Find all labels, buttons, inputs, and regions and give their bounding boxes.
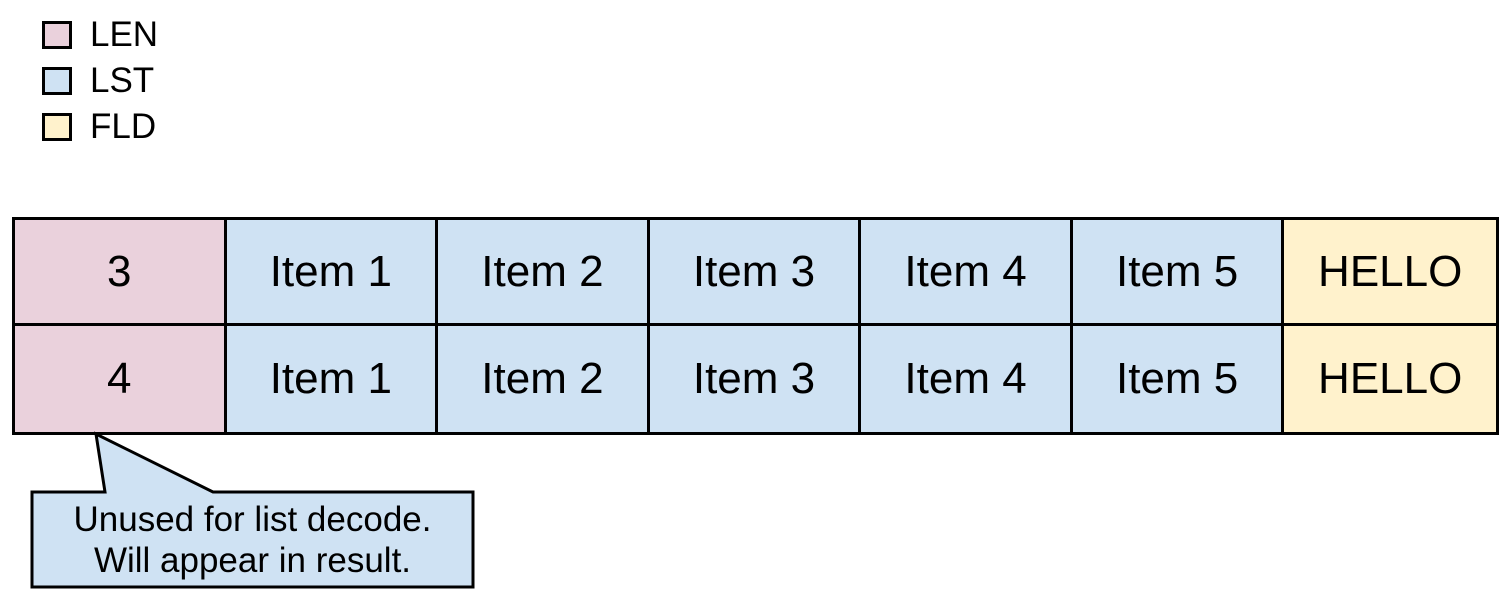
lst-color-swatch: [42, 66, 72, 95]
row1-item3-cell: Item 3: [649, 220, 862, 326]
row2-item4-cell: Item 4: [861, 326, 1073, 432]
fld-color-swatch: [42, 112, 72, 141]
legend: LEN LST FLD: [42, 15, 159, 158]
row2-len-cell: 4: [15, 326, 227, 432]
row1-len-cell: 3: [15, 220, 227, 326]
row2-fld-cell: HELLO: [1284, 326, 1496, 432]
row1-item5-cell: Item 5: [1072, 220, 1285, 326]
callout-tail-and-box: [30, 431, 475, 589]
legend-label-len: LEN: [90, 15, 159, 54]
row1-item1-cell: Item 1: [226, 220, 439, 326]
legend-item-fld: FLD: [42, 107, 158, 146]
len-color-swatch: [42, 20, 72, 49]
row1-item4-cell: Item 4: [861, 220, 1073, 326]
structure-table: 3 Item 1 Item 2 Item 3 Item 4 Item 5 HEL…: [12, 217, 1499, 435]
row1-item2-cell: Item 2: [438, 220, 650, 326]
legend-label-fld: FLD: [90, 107, 157, 146]
legend-item-lst: LST: [42, 61, 158, 100]
callout-note: Unused for list decode. Will appear in r…: [32, 492, 473, 587]
row2-item1-cell: Item 1: [226, 326, 439, 432]
row2-item3-cell: Item 3: [649, 326, 862, 432]
legend-label-lst: LST: [90, 61, 155, 100]
row1-fld-cell: HELLO: [1284, 220, 1496, 326]
legend-item-len: LEN: [42, 15, 159, 54]
row2-item2-cell: Item 2: [438, 326, 650, 432]
callout-bubble-shape: [30, 431, 475, 589]
callout-line-2: Will appear in result.: [93, 540, 412, 580]
callout-line-1: Unused for list decode.: [73, 499, 432, 539]
row2-item5-cell: Item 5: [1072, 326, 1285, 432]
